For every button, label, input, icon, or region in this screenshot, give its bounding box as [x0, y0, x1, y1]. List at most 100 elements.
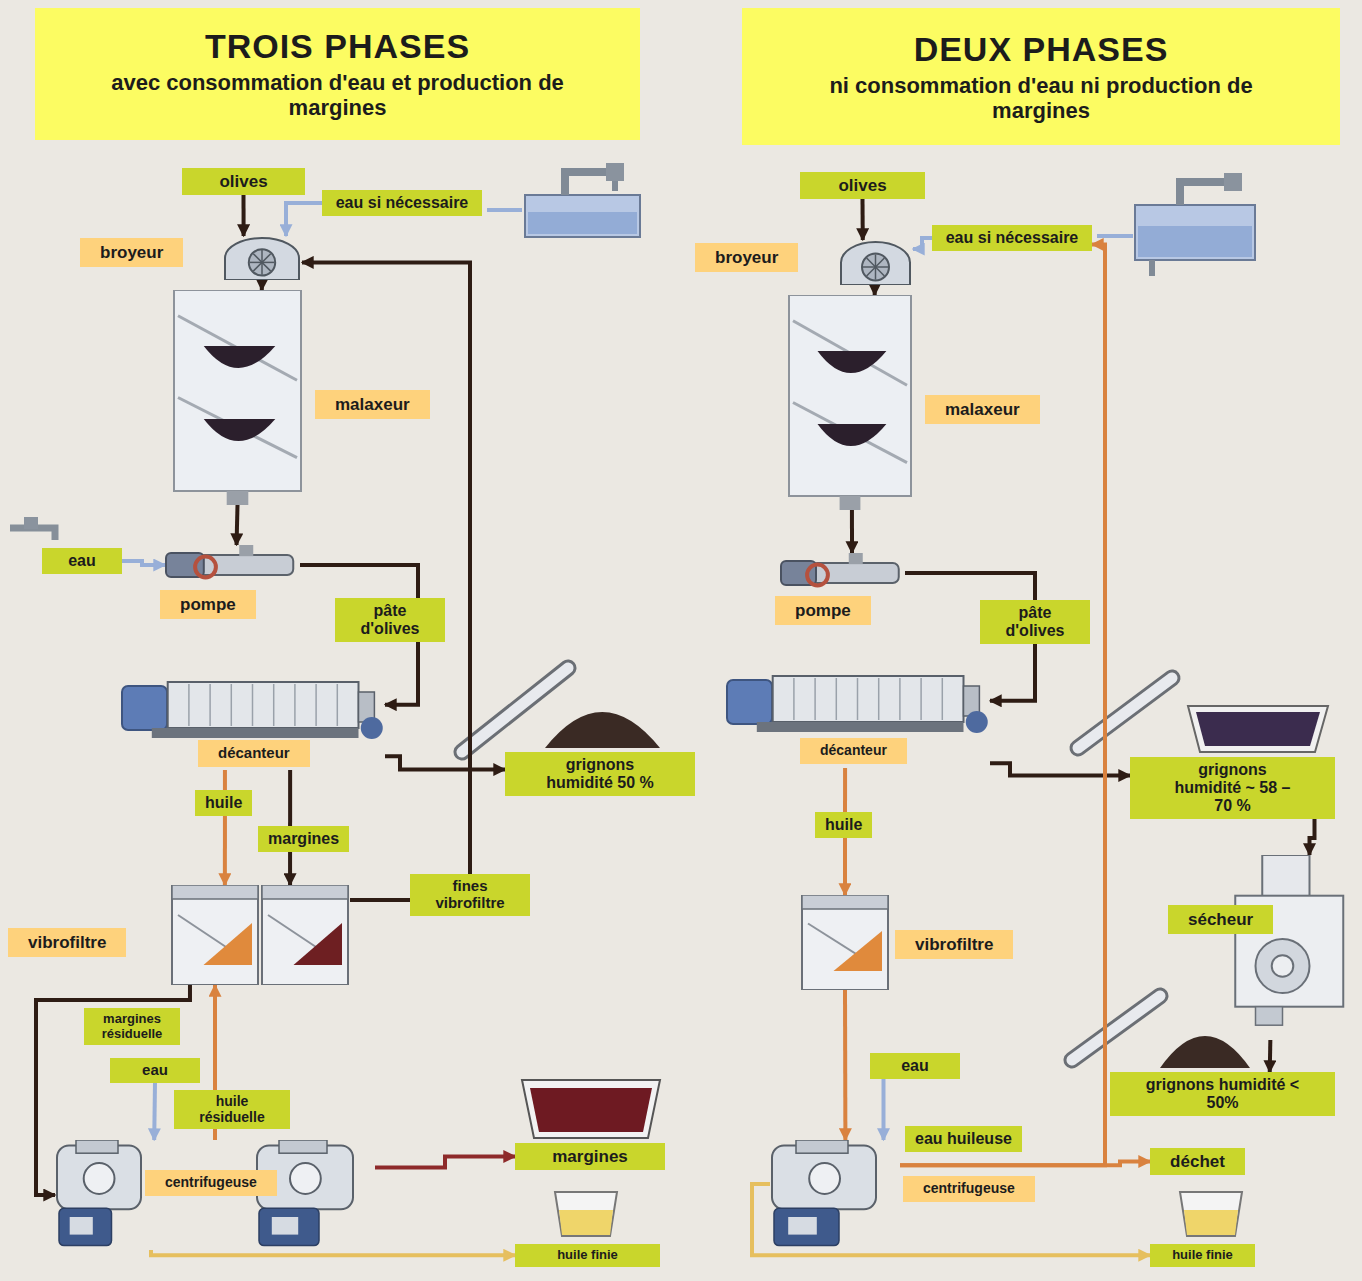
centrifuge-motor: [774, 1208, 839, 1245]
equipment-drawing: [1215, 855, 1350, 1040]
decanter-rib: [231, 684, 233, 726]
crusher-blade: [253, 254, 270, 271]
filter-housing: [802, 895, 888, 990]
conveyor-tube: [462, 668, 568, 752]
dryer-drum: [1256, 939, 1310, 993]
header-subtitle: avec consommation d'eau et production de…: [103, 71, 573, 120]
tap-valve: [1224, 173, 1242, 191]
tap-valve: [24, 517, 38, 529]
equipment-label: vibrofiltre: [895, 930, 1013, 959]
label-box: déchet: [1150, 1148, 1245, 1175]
olive-paste: [818, 351, 887, 373]
equipment-drawing: [165, 545, 300, 585]
tap-pipe: [1180, 182, 1230, 205]
mixer-wall: [793, 403, 907, 463]
equipment-label: centrifugeuse: [903, 1176, 1035, 1202]
equipment: malaxeur: [785, 295, 915, 510]
equipment-label: pompe: [160, 590, 256, 619]
equipment: centrifugeuse: [770, 1140, 900, 1250]
filter-cap: [802, 895, 888, 909]
flow-arrow: [302, 262, 470, 900]
flow-label: pâte d'olives: [980, 600, 1090, 644]
box-label: eau si nécessaire: [940, 229, 1084, 247]
decanter-body: [168, 682, 359, 728]
tank-body: [525, 195, 640, 237]
oil: [559, 1210, 613, 1235]
box-label: déchet: [1158, 1152, 1237, 1171]
decanter-motor: [727, 680, 772, 724]
flow-arrow: [1310, 819, 1315, 855]
centrifuge-cap: [76, 1140, 118, 1153]
water-line: [487, 208, 522, 212]
label-box: olives: [182, 168, 305, 195]
centrifuge-cap: [279, 1140, 327, 1153]
mixer-housing: [174, 290, 301, 491]
equipment: pompe: [780, 553, 905, 593]
flow-label: margines résiduelle: [84, 1008, 180, 1045]
decanter-rib: [857, 678, 859, 720]
decanter-rib: [294, 684, 296, 726]
equipment: malaxeur: [170, 290, 305, 505]
vegetation-water-tub: [522, 1080, 660, 1138]
flow-arrow: [152, 1083, 157, 1140]
flow-label: pâte d'olives: [335, 598, 445, 642]
flow-label: huile résiduelle: [174, 1090, 290, 1129]
equipment: pompe: [165, 545, 300, 585]
filter-liquid: [204, 923, 253, 965]
tap-pipe: [565, 172, 612, 195]
centrifuge-motor: [259, 1208, 319, 1245]
decanter-drive: [966, 711, 988, 733]
pomace-pile: [1160, 1036, 1250, 1068]
flow-label: fines vibrofiltre: [410, 874, 530, 916]
label-box: huile finie: [1150, 1244, 1255, 1267]
equipment: broyeur: [222, 236, 302, 280]
header-box: TROIS PHASESavec consommation d'eau et p…: [35, 8, 640, 140]
centrifuge-plate: [788, 1217, 817, 1235]
conveyor-tube: [1078, 678, 1172, 748]
mixer-outlet: [227, 491, 249, 505]
equipment: décanteur: [120, 678, 385, 770]
vegetation-water: [530, 1088, 652, 1132]
flow-arrow: [843, 990, 847, 1140]
equipment-label: vibrofiltre: [8, 928, 126, 957]
water-tank: [1135, 173, 1255, 276]
flow-arrow: [873, 285, 877, 295]
flow-arrow: [286, 203, 322, 236]
flow-arrow: [223, 770, 227, 885]
box-label: grignons humidité 50 %: [545, 756, 655, 792]
water-line: [1097, 234, 1133, 238]
decanter-rib: [899, 678, 901, 720]
olive-paste: [204, 419, 276, 441]
olive-paste: [204, 346, 276, 368]
centrifuge-bowl: [809, 1163, 840, 1194]
tap-spout: [612, 181, 618, 191]
oil-glass: [1180, 1192, 1242, 1236]
equipment-drawing: [770, 1140, 900, 1250]
equipment-drawing: [838, 240, 913, 285]
flow-label: margines: [258, 826, 349, 852]
mixer-housing: [789, 295, 911, 496]
centrifuge-plate: [272, 1217, 298, 1235]
equipment-label: malaxeur: [925, 395, 1040, 424]
equipment-drawing: [170, 290, 305, 505]
flow-arrow: [375, 1157, 515, 1168]
label-box: eau si nécessaire: [322, 190, 482, 216]
decanter-rib: [793, 678, 795, 720]
decanter-rib: [273, 684, 275, 726]
crusher-blade: [867, 258, 885, 276]
decanter-rib: [252, 684, 254, 726]
pump-inlet: [849, 553, 863, 564]
flow-arrow: [260, 280, 264, 290]
flow-arrow: [151, 1250, 515, 1255]
dryer-outlet: [1256, 1007, 1283, 1025]
pump-inlet: [239, 545, 253, 556]
flow-label: huile: [195, 790, 252, 816]
equipment-label: malaxeur: [315, 390, 430, 419]
tank-water: [1138, 226, 1252, 257]
decanter-drive: [361, 717, 383, 739]
label-box: grignons humidité 50 %: [505, 752, 695, 796]
flow-arrow: [990, 763, 1130, 775]
oil: [1184, 1210, 1238, 1235]
flow-arrow: [850, 510, 854, 553]
